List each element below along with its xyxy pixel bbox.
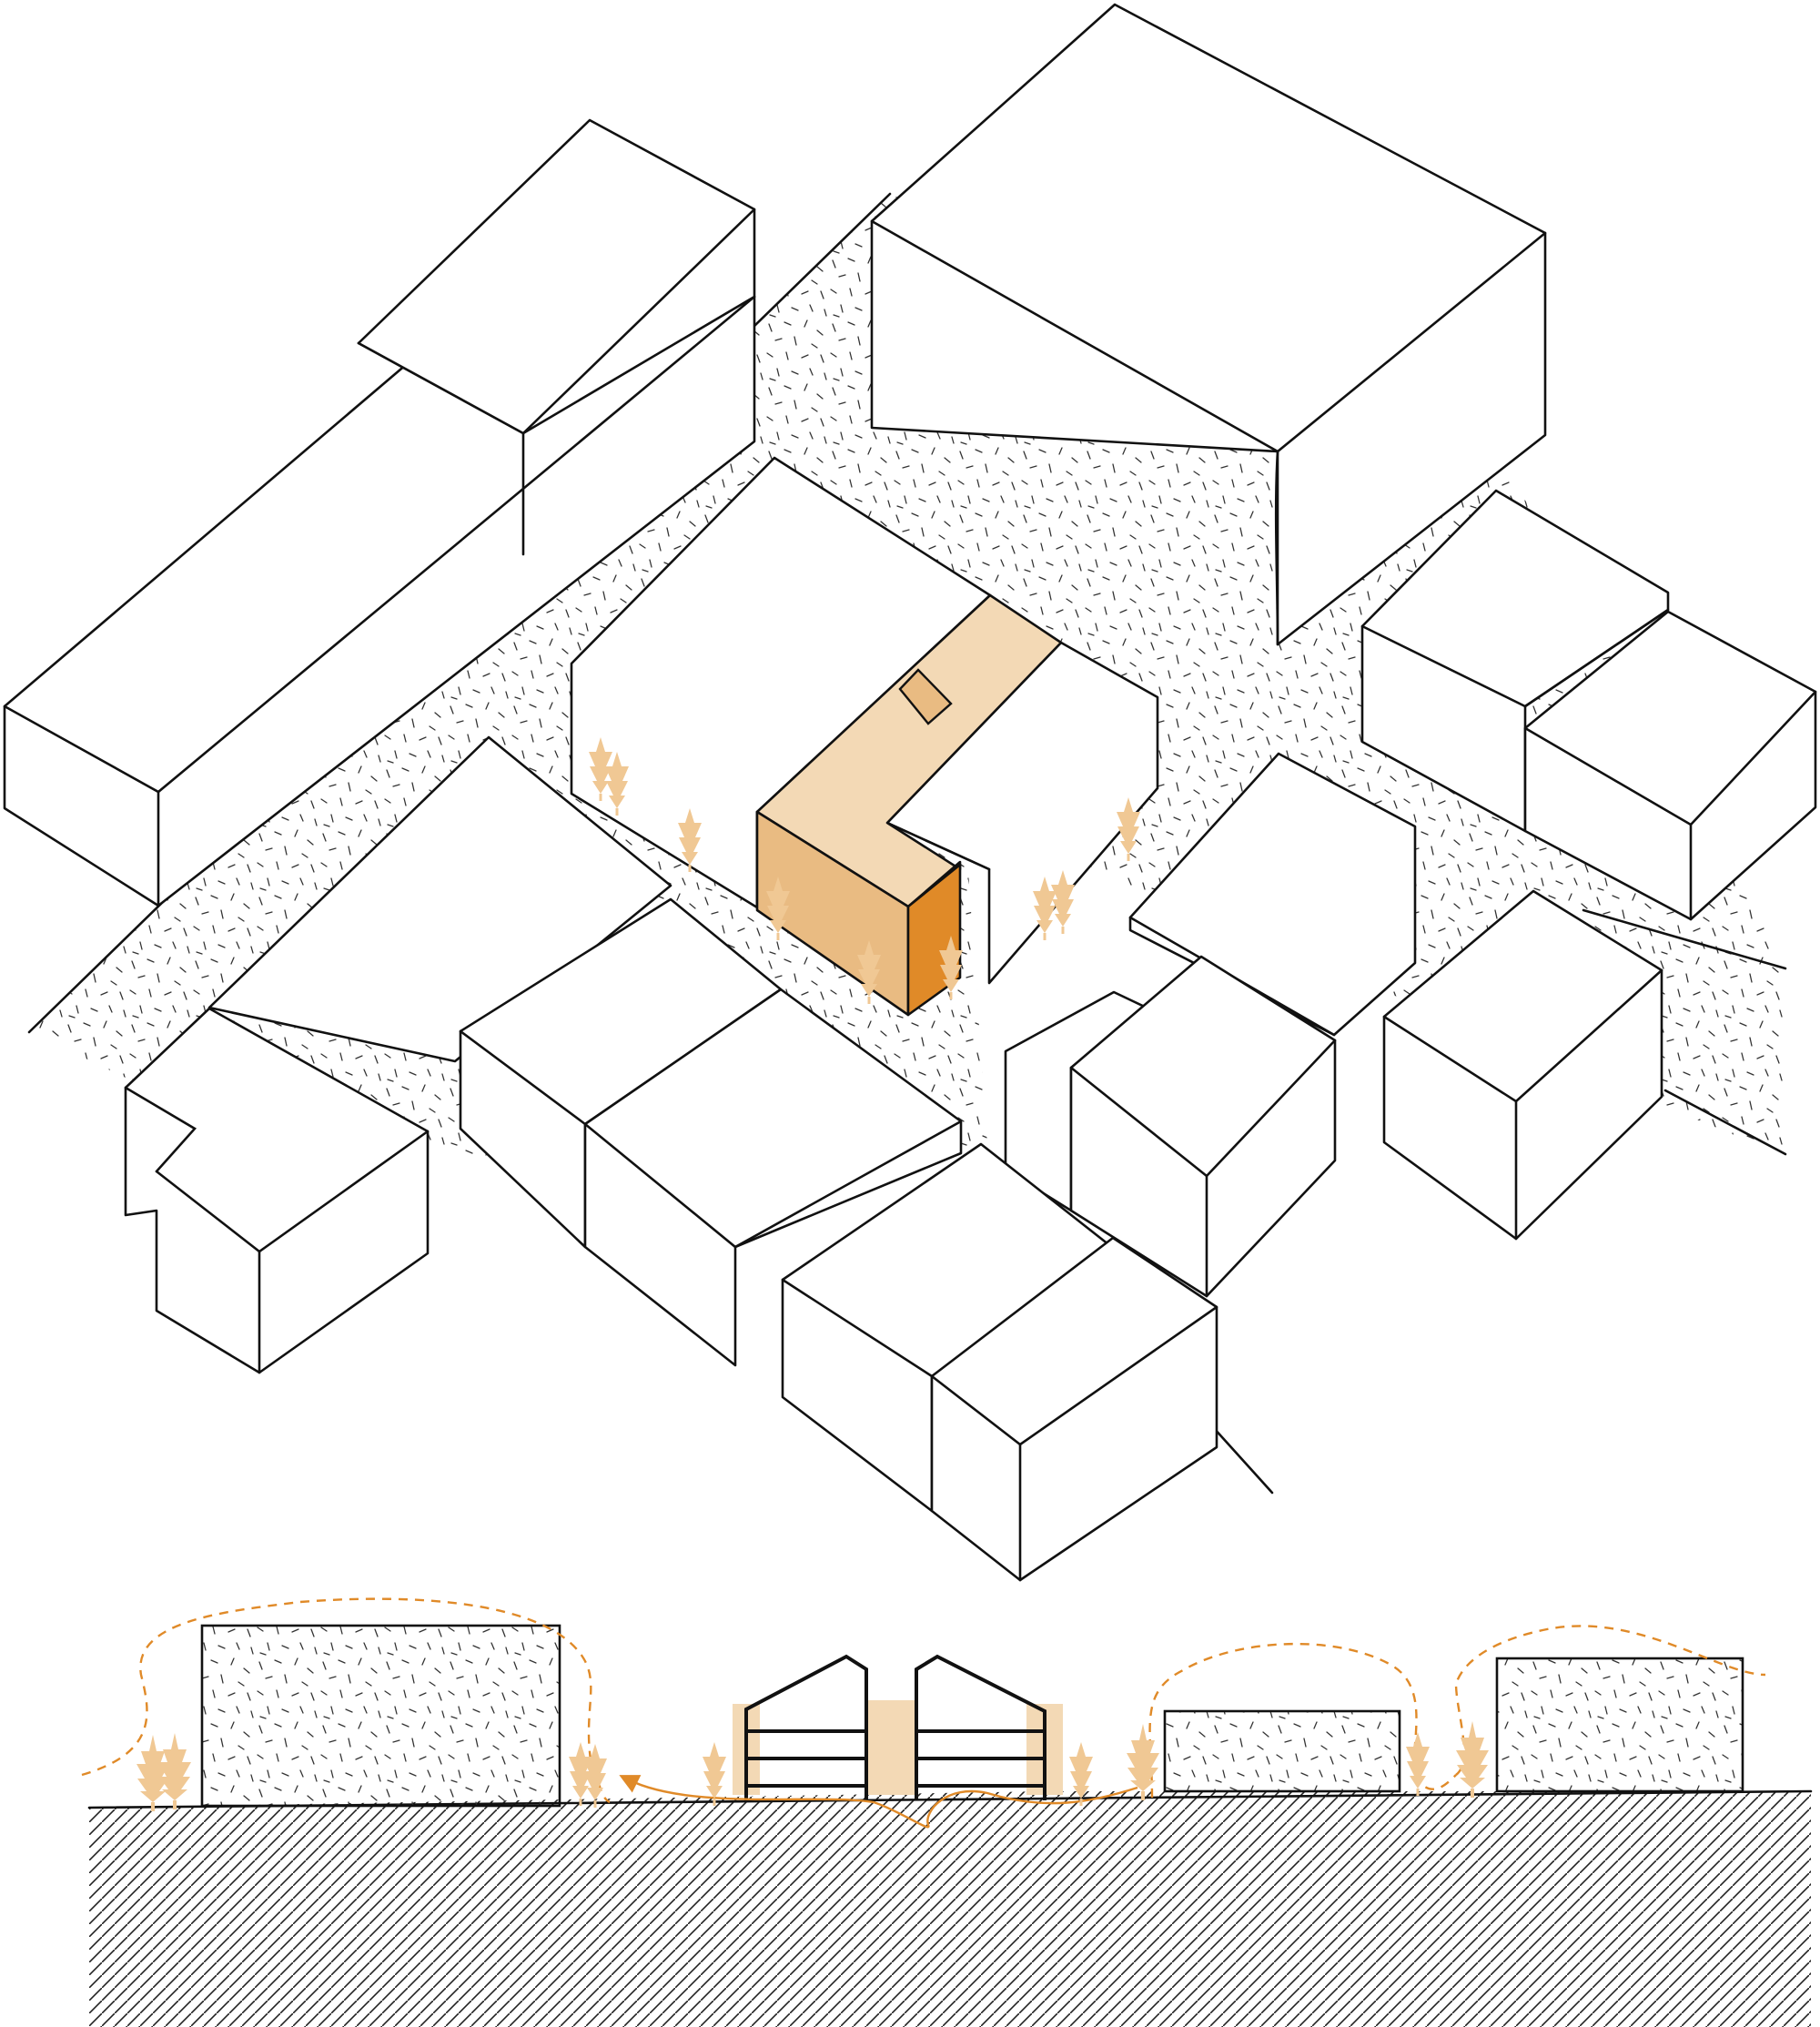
street-section-view bbox=[81, 1597, 1813, 2027]
section-building-right-high bbox=[1495, 1657, 1744, 1793]
building-top-large bbox=[870, 3, 1547, 646]
section-central-building bbox=[733, 1654, 1063, 1800]
building-left-lower bbox=[124, 1007, 430, 1374]
section-building-left bbox=[200, 1624, 561, 1808]
street-edge-line bbox=[1582, 908, 1787, 970]
building-right-lower-b bbox=[1069, 955, 1337, 1298]
building-bottom-b bbox=[930, 1236, 1218, 1582]
street-edge-line bbox=[1663, 1089, 1787, 1156]
building-left-middle bbox=[207, 735, 672, 1063]
section-ground bbox=[89, 1791, 1811, 2027]
axonometric-view bbox=[3, 3, 1817, 1582]
tree-icon bbox=[583, 1744, 607, 1808]
tree-icon bbox=[1456, 1721, 1489, 1798]
building-right-corner bbox=[1382, 889, 1663, 1241]
street-edge-line bbox=[1211, 1425, 1274, 1495]
tree-icon bbox=[136, 1735, 169, 1811]
building-center-lower-2 bbox=[583, 988, 963, 1367]
building-right-top-2 bbox=[1523, 610, 1817, 921]
section-building-right-low bbox=[1163, 1709, 1401, 1793]
building-right-top bbox=[1360, 489, 1670, 833]
tree-icon bbox=[1406, 1732, 1430, 1796]
building-left-long-back bbox=[357, 118, 756, 435]
